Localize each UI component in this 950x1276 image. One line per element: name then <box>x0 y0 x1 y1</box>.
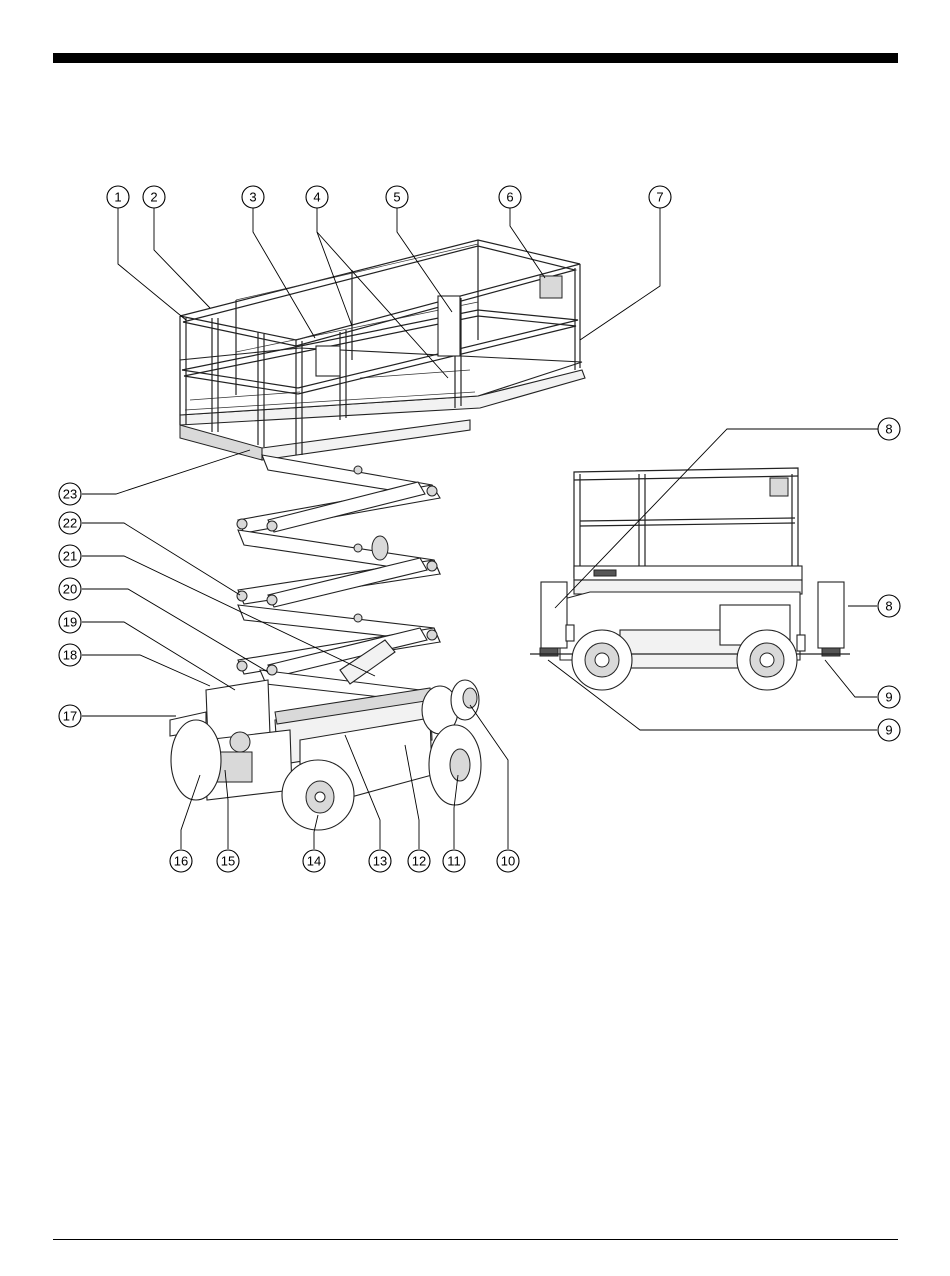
callout-21: 21 <box>59 545 81 567</box>
svg-text:17: 17 <box>63 709 77 724</box>
callout-11: 11 <box>443 850 465 872</box>
callout-9-lower: 9 <box>878 719 900 741</box>
callout-5: 5 <box>386 186 408 208</box>
callout-12: 12 <box>408 850 430 872</box>
callout-19: 19 <box>59 611 81 633</box>
callout-8-top: 8 <box>878 418 900 440</box>
svg-text:3: 3 <box>249 190 256 205</box>
svg-text:2: 2 <box>150 190 157 205</box>
svg-text:11: 11 <box>447 854 461 869</box>
callout-6: 6 <box>499 186 521 208</box>
svg-text:1: 1 <box>114 190 121 205</box>
scissor-stack <box>237 455 440 702</box>
svg-text:14: 14 <box>307 854 321 869</box>
callout-20: 20 <box>59 578 81 600</box>
callout-17: 17 <box>59 705 81 727</box>
callout-2: 2 <box>143 186 165 208</box>
svg-text:4: 4 <box>313 190 320 205</box>
svg-text:9: 9 <box>885 723 892 738</box>
platform-guardrails <box>180 240 580 455</box>
callout-8-side: 8 <box>878 595 900 617</box>
callout-15: 15 <box>217 850 239 872</box>
callout-18: 18 <box>59 644 81 666</box>
callout-23: 23 <box>59 483 81 505</box>
callout-7: 7 <box>649 186 671 208</box>
svg-text:13: 13 <box>373 854 387 869</box>
callout-22: 22 <box>59 512 81 534</box>
svg-text:20: 20 <box>63 582 77 597</box>
callout-16: 16 <box>170 850 192 872</box>
svg-text:5: 5 <box>393 190 400 205</box>
svg-text:10: 10 <box>501 854 515 869</box>
callout-10: 10 <box>497 850 519 872</box>
svg-text:12: 12 <box>412 854 426 869</box>
svg-text:22: 22 <box>63 516 77 531</box>
callout-14: 14 <box>303 850 325 872</box>
svg-text:9: 9 <box>885 690 892 705</box>
svg-text:8: 8 <box>885 599 892 614</box>
svg-text:8: 8 <box>885 422 892 437</box>
isometric-lift-view <box>170 240 585 830</box>
callout-9-upper: 9 <box>878 686 900 708</box>
side-elevation-view <box>530 468 850 690</box>
callout-13: 13 <box>369 850 391 872</box>
svg-text:6: 6 <box>506 190 513 205</box>
svg-text:21: 21 <box>63 549 77 564</box>
callout-4: 4 <box>306 186 328 208</box>
svg-text:19: 19 <box>63 615 77 630</box>
svg-text:16: 16 <box>174 854 188 869</box>
callout-1: 1 <box>107 186 129 208</box>
svg-text:7: 7 <box>656 190 663 205</box>
svg-text:23: 23 <box>63 487 77 502</box>
callout-3: 3 <box>242 186 264 208</box>
svg-text:18: 18 <box>63 648 77 663</box>
svg-text:15: 15 <box>221 854 235 869</box>
